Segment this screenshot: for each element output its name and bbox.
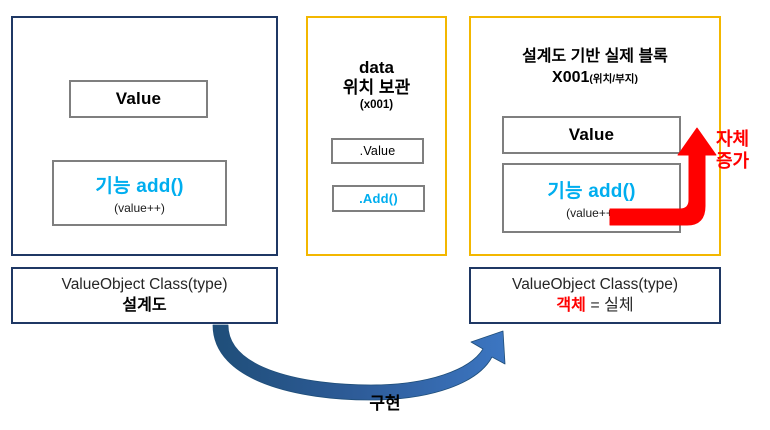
object-caption-rest: = 실체 [585,296,634,314]
blueprint-value-box: Value [69,80,208,118]
object-value-box: Value [502,116,681,154]
object-header-line2: X001(위치/부지) [469,69,721,88]
object-panel-header: 설계도 기반 실제 블록 X001(위치/부지) [469,48,721,88]
data-header-line1: data [359,58,394,77]
blueprint-value-title: Value [115,89,162,108]
blueprint-add-subtitle: (value++) [114,201,165,215]
object-add-box: 기능 add() (value++) [502,163,681,233]
self-increase-label: 자체 증가 [716,129,770,173]
blueprint-add-title: 기능 add() [95,176,184,197]
data-add-box: .Add() [332,185,425,212]
object-caption-line1: ValueObject Class(type) [512,276,678,294]
object-header-id: X001 [552,68,590,86]
self-increase-line1: 자체 [716,129,750,149]
data-header-line2: 위치 보관 [342,78,411,98]
data-add-title: .Add() [359,191,398,206]
data-header-line3: (x001) [359,99,394,112]
data-value-title: .Value [359,144,396,158]
blueprint-caption-line2: 설계도 [122,296,167,314]
data-panel [306,16,447,256]
blueprint-caption-line1: ValueObject Class(type) [61,276,228,294]
object-value-title: Value [568,125,615,144]
data-panel-header: data 위치 보관 (x001) [306,58,447,113]
object-header-paren: (위치/부지) [589,72,638,85]
object-add-title: 기능 add() [547,181,636,202]
blueprint-caption-box: ValueObject Class(type) 설계도 [11,267,278,324]
object-header-line1: 설계도 기반 실제 블록 [522,48,668,65]
object-caption-box: ValueObject Class(type) 객체 = 실체 [469,267,721,324]
implement-label: 구현 [369,394,401,413]
blueprint-add-box: 기능 add() (value++) [52,160,227,226]
object-caption-red: 객체 [556,296,586,314]
object-add-subtitle: (value++) [566,206,617,220]
data-value-box: .Value [331,138,424,164]
object-caption-line2: 객체 = 실체 [556,296,633,316]
self-increase-line2: 증가 [716,150,750,171]
